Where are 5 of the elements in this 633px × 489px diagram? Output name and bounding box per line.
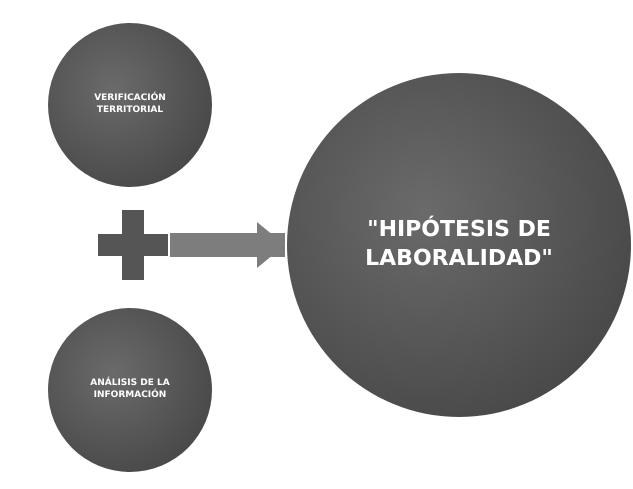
node-label: ANÁLISIS DE LA INFORMACIÓN — [89, 378, 171, 402]
plus-icon — [98, 210, 168, 280]
block-arrow — [170, 222, 285, 268]
node-label: VERIFICACIÓN TERRITORIAL — [93, 93, 167, 117]
node-label: "HIPÓTESIS DE LABORALIDAD" — [364, 216, 554, 273]
